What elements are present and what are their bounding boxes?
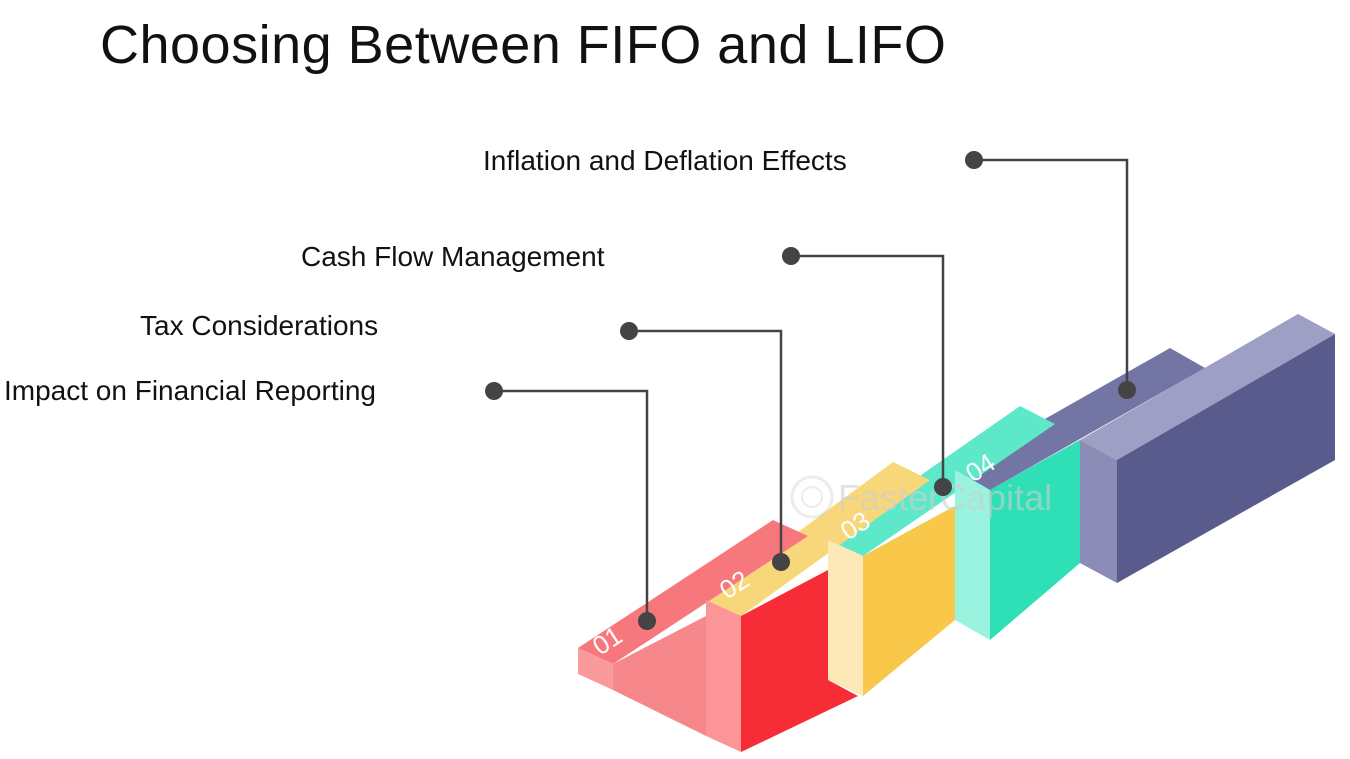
connector-02-end-dot (772, 553, 790, 571)
connector-01-start-dot (485, 382, 503, 400)
step-label-cash-flow-management: Cash Flow Management (301, 241, 605, 272)
connector-02 (629, 329, 783, 562)
step-01-block (578, 520, 858, 752)
connector-01 (494, 389, 649, 621)
connector-01-end-dot (638, 612, 656, 630)
connector-02-start-dot (620, 322, 638, 340)
connector-04-start-dot (965, 151, 983, 169)
connector-03 (791, 254, 945, 487)
step-label-impact-financial-reporting: Impact on Financial Reporting (4, 375, 376, 406)
step-label-inflation-deflation-effects: Inflation and Deflation Effects (483, 145, 847, 176)
step-label-tax-considerations: Tax Considerations (140, 310, 379, 341)
connector-04 (974, 158, 1129, 390)
page-title: Choosing Between FIFO and LIFO (100, 15, 947, 75)
connector-04-end-dot (1118, 381, 1136, 399)
connector-03-start-dot (782, 247, 800, 265)
watermark-logo (790, 475, 834, 519)
connector-03-end-dot (934, 478, 952, 496)
